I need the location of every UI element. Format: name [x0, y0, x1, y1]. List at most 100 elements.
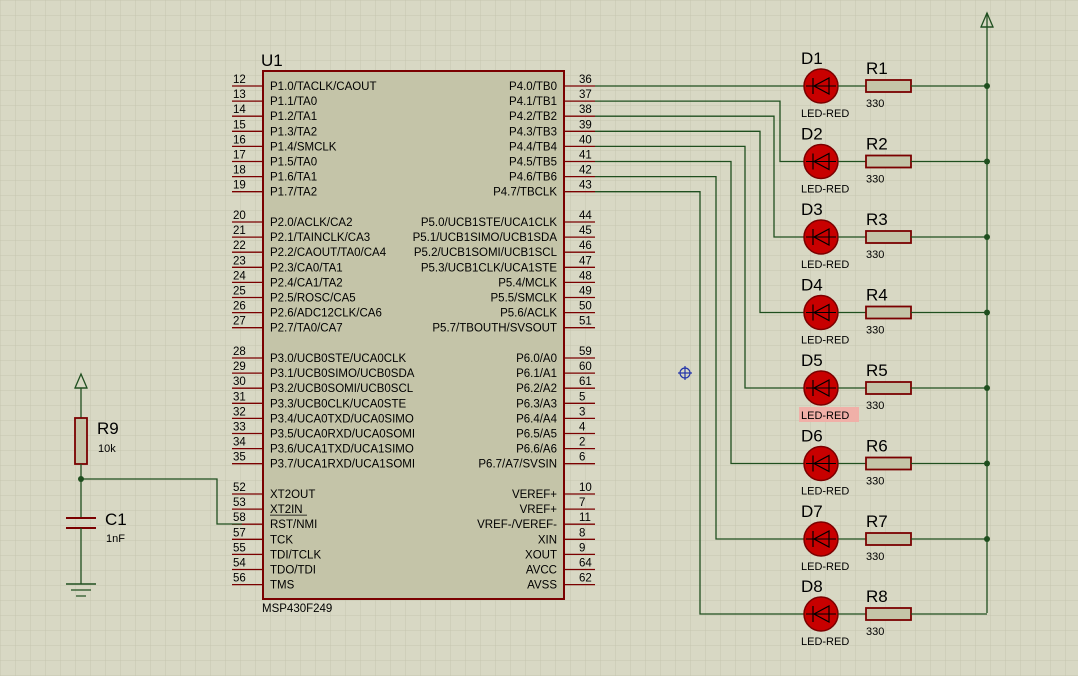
led-diode-icon [803, 445, 839, 482]
chip-pin-right[interactable]: 2P6.6/A6 [516, 437, 595, 456]
reset-circuit[interactable]: R9 10k C1 1nF [66, 372, 242, 597]
pin-name: P6.2/A2 [516, 383, 557, 395]
led-value-label: LED-RED [801, 561, 849, 573]
pin-number: 41 [579, 150, 592, 162]
pin-number: 46 [579, 240, 592, 252]
chip-pin-right[interactable]: 4P6.5/A5 [516, 422, 595, 441]
resistor-value-label: 330 [866, 476, 884, 488]
pin-name: VREF-/VEREF- [477, 519, 557, 531]
pin-name: P5.5/SMCLK [491, 293, 558, 305]
led-value-label: LED-RED [801, 259, 849, 271]
pin-number: 35 [233, 452, 246, 464]
resistor-ref-label: R4 [866, 286, 888, 305]
pin-name: P5.1/UCB1SIMO/UCB1SDA [413, 232, 558, 244]
resistor-icon [865, 532, 912, 546]
pin-number: 44 [579, 210, 592, 222]
led-diode-icon [803, 521, 839, 557]
chip-pin-right[interactable]: 6P6.7/A7/SVSIN [478, 452, 595, 471]
pin-name: P5.7/TBOUTH/SVSOUT [432, 323, 557, 335]
resistor-value-label: 330 [866, 174, 884, 186]
pin-number: 22 [233, 240, 246, 252]
chip-pin-right[interactable]: 5P6.3/A3 [516, 391, 595, 410]
pin-name: P4.7/TBCLK [493, 187, 557, 199]
pin-number: 62 [579, 573, 592, 585]
pin-name: P2.6/ADC12CLK/CA6 [270, 308, 382, 320]
pin-number: 8 [579, 527, 585, 539]
power-terminal-icon[interactable] [980, 11, 994, 613]
chip-pin-right[interactable]: 3P6.4/A4 [516, 406, 595, 425]
pin-name: P6.0/A0 [516, 353, 557, 365]
resistor-icon [865, 230, 912, 244]
resistor-value-label: 330 [866, 626, 884, 638]
mcu-u1[interactable]: U1 MSP430F249 12P1.0/TACLK/CAOUT13P1.1/T… [232, 51, 595, 615]
resistor-icon [865, 381, 912, 395]
pin-name: XIN [538, 534, 557, 546]
